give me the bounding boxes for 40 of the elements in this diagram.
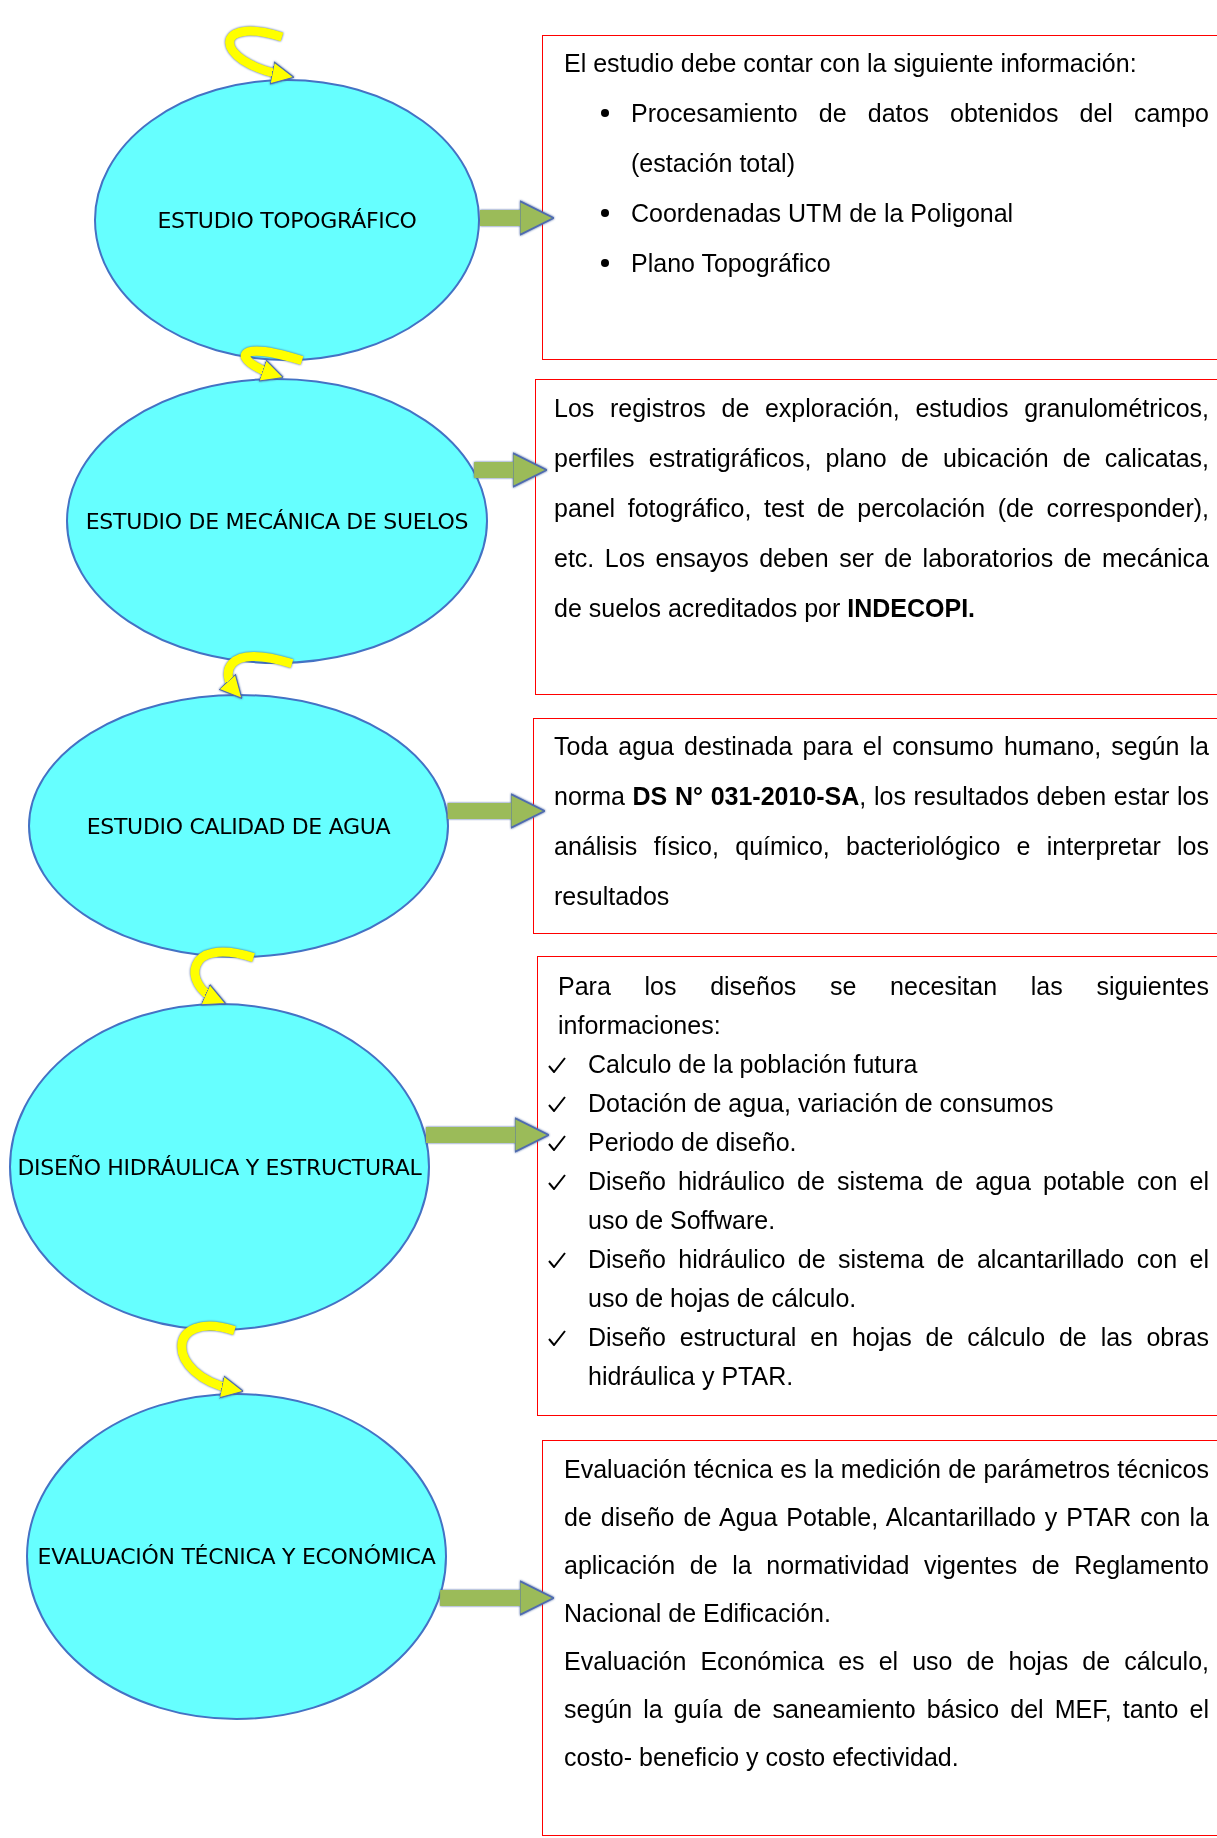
block-arrow	[447, 793, 546, 829]
curved-arrow	[225, 26, 295, 84]
topic-ellipse	[9, 1003, 430, 1331]
list-item-text: Dotación de agua, variación de consumos	[588, 1088, 1055, 1119]
block-arrow	[440, 1580, 555, 1616]
curved-arrow	[190, 947, 255, 1006]
list-item-text: Plano Topográfico	[631, 248, 832, 279]
list-item-text: Diseño hidráulico de sistema de alcantarillado con el uso de hojas de cálculo.	[588, 1244, 1209, 1314]
ellipse-label: DISEÑO HIDRÁULICA Y ESTRUCTURAL	[17, 1154, 422, 1180]
box-paragraph: Para los diseños se necesitan las siguientes informaciones:	[558, 971, 1209, 1041]
text-box	[535, 379, 1217, 695]
block-arrow	[474, 452, 548, 488]
curved-arrow	[241, 346, 304, 381]
box-paragraph: Los registros de exploración, estudios granulométricos, perfiles estratigráficos, plano de ubicación de calicatas, panel fotográfico, test de percolación (de corresponder), etc. Los ensayos deben ser de laboratorios de mecánica de suelos acreditados por INDECOPI.	[554, 393, 1209, 624]
list-item-text: Diseño hidráulico de sistema de agua potable con el uso de Soffware.	[588, 1166, 1209, 1236]
block-arrow	[480, 200, 555, 236]
curved-arrow	[177, 1321, 244, 1398]
ellipse-label: EVALUACIÓN TÉCNICA Y ECONÓMICA	[37, 1544, 436, 1569]
list-item-text: Coordenadas UTM de la Poligonal	[631, 198, 1015, 229]
curved-arrow	[218, 652, 294, 700]
text-box	[533, 718, 1217, 934]
list-item-text: Procesamiento de datos obtenidos del campo (estación total)	[631, 98, 1209, 179]
text-box	[537, 956, 1217, 1416]
topic-ellipse	[28, 694, 449, 958]
box-paragraph: Evaluación técnica es la medición de parámetros técnicos de diseño de Agua Potable, Alcantarillado y PTAR con la aplicación de la normatividad vigentes de Reglamento Nacional de Edificación.	[564, 1454, 1209, 1629]
text-box	[542, 35, 1217, 360]
block-arrow	[425, 1117, 550, 1153]
list-item-text: Periodo de diseño.	[588, 1127, 798, 1158]
topic-ellipse	[26, 1393, 447, 1720]
box-paragraph: Evaluación Económica es el uso de hojas de cálculo, según la guía de saneamiento básico del MEF, tanto el costo- beneficio y costo efectividad.	[564, 1646, 1209, 1773]
ellipse-label: ESTUDIO TOPOGRÁFICO	[157, 207, 417, 233]
text-box	[542, 1440, 1217, 1836]
list-item-text: Diseño estructural en hojas de cálculo de las obras hidráulica y PTAR.	[588, 1322, 1209, 1392]
box-paragraph: Toda agua destinada para el consumo humano, según la norma DS N° 031-2010-SA, los resultados deben estar los análisis físico, químico, bacteriológico e interpretar los resultados	[554, 731, 1209, 912]
ellipse-label: ESTUDIO CALIDAD DE AGUA	[86, 813, 391, 839]
topic-ellipse	[94, 79, 480, 361]
list-item-text: Calculo de la población futura	[588, 1049, 919, 1080]
topic-ellipse	[66, 378, 488, 664]
ellipse-label: ESTUDIO DE MECÁNICA DE SUELOS	[85, 508, 469, 534]
box-paragraph: El estudio debe contar con la siguiente información:	[564, 48, 1138, 79]
